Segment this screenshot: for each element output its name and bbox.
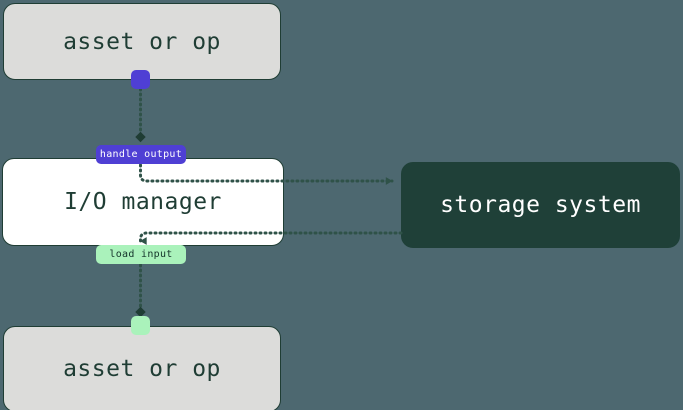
edge-label-handle-output-text: handle output xyxy=(99,149,183,160)
node-io-manager-label: I/O manager xyxy=(64,189,222,215)
edge-label-load-input-text: load input xyxy=(109,249,173,260)
node-asset-or-op-bottom[interactable]: asset or op xyxy=(3,326,281,410)
node-asset-or-op-top-label: asset or op xyxy=(63,28,221,55)
output-handle-icon[interactable] xyxy=(131,70,150,89)
node-asset-or-op-bottom-label: asset or op xyxy=(63,356,221,382)
node-storage-system[interactable]: storage system xyxy=(401,162,680,248)
input-handle-icon[interactable] xyxy=(131,316,150,335)
node-asset-or-op-top[interactable]: asset or op xyxy=(3,3,281,80)
edge-label-load-input[interactable]: load input xyxy=(96,245,186,264)
edge-label-handle-output[interactable]: handle output xyxy=(96,145,186,164)
node-io-manager[interactable]: I/O manager xyxy=(2,158,284,246)
node-storage-system-label: storage system xyxy=(440,192,641,218)
